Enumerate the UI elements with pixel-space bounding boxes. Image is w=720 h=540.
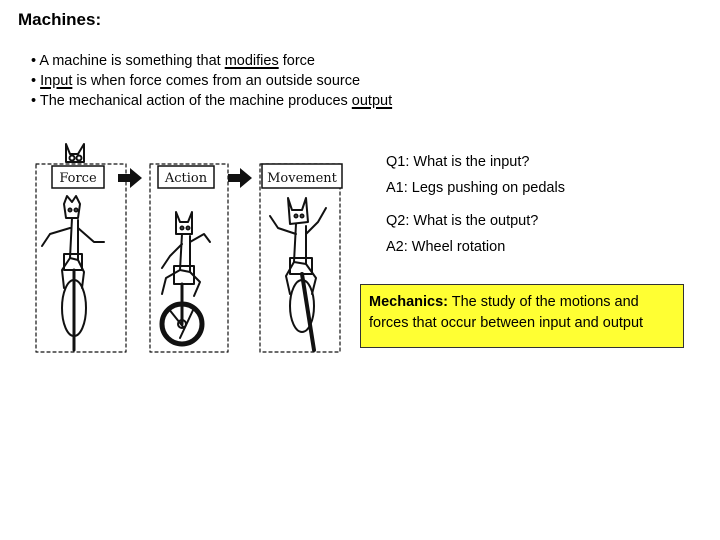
bullet-marker: • (31, 93, 37, 109)
unicycle-illustration: Force Action Movement (35, 143, 343, 353)
arrow-right-icon (228, 168, 252, 188)
bullet-marker: • (31, 53, 37, 69)
force-figure (41, 143, 105, 352)
panel-labels: Force Action Movement (51, 163, 343, 189)
bullet-marker: • (31, 73, 37, 89)
bullet-text: A machine is something that (39, 53, 225, 69)
bullet-item-2: • Input is when force comes from an outs… (31, 71, 392, 91)
hyperlink-input[interactable]: Input (40, 73, 73, 89)
panel-label-movement: Movement (267, 171, 338, 186)
answer-2: A2: Wheel rotation (386, 239, 506, 255)
bullet-item-1: • A machine is something that modifies f… (31, 51, 392, 71)
panel-movement-frame (259, 163, 341, 353)
panel-action-frame (149, 163, 229, 353)
hyperlink-modifies[interactable]: modifies (224, 53, 279, 69)
bullet-item-3: • The mechanical action of the machine p… (31, 91, 392, 111)
panel-label-force: Force (59, 171, 97, 186)
hyperlink-output[interactable]: output (351, 93, 393, 109)
action-figure (159, 211, 211, 347)
definition-term: Mechanics: (369, 294, 448, 310)
definition-text: The study of the motions and forces that… (369, 294, 644, 331)
question-1: Q1: What is the input? (386, 154, 530, 170)
bullet-text: is when force comes from an outside sour… (72, 73, 361, 89)
slide-title: Machines: (18, 10, 102, 29)
question-2: Q2: What is the output? (386, 213, 539, 229)
panel-force-frame (35, 163, 127, 353)
panel-label-action: Action (164, 171, 208, 186)
arrow-right-icon (118, 168, 142, 188)
bullet-text: force (278, 53, 315, 69)
definition-box: Mechanics: The study of the motions and … (360, 284, 684, 348)
answer-1: A1: Legs pushing on pedals (386, 180, 565, 196)
bullet-list: • A machine is something that modifies f… (31, 51, 392, 111)
bullet-text: The mechanical action of the machine pro… (39, 93, 352, 109)
movement-figure (269, 197, 327, 352)
